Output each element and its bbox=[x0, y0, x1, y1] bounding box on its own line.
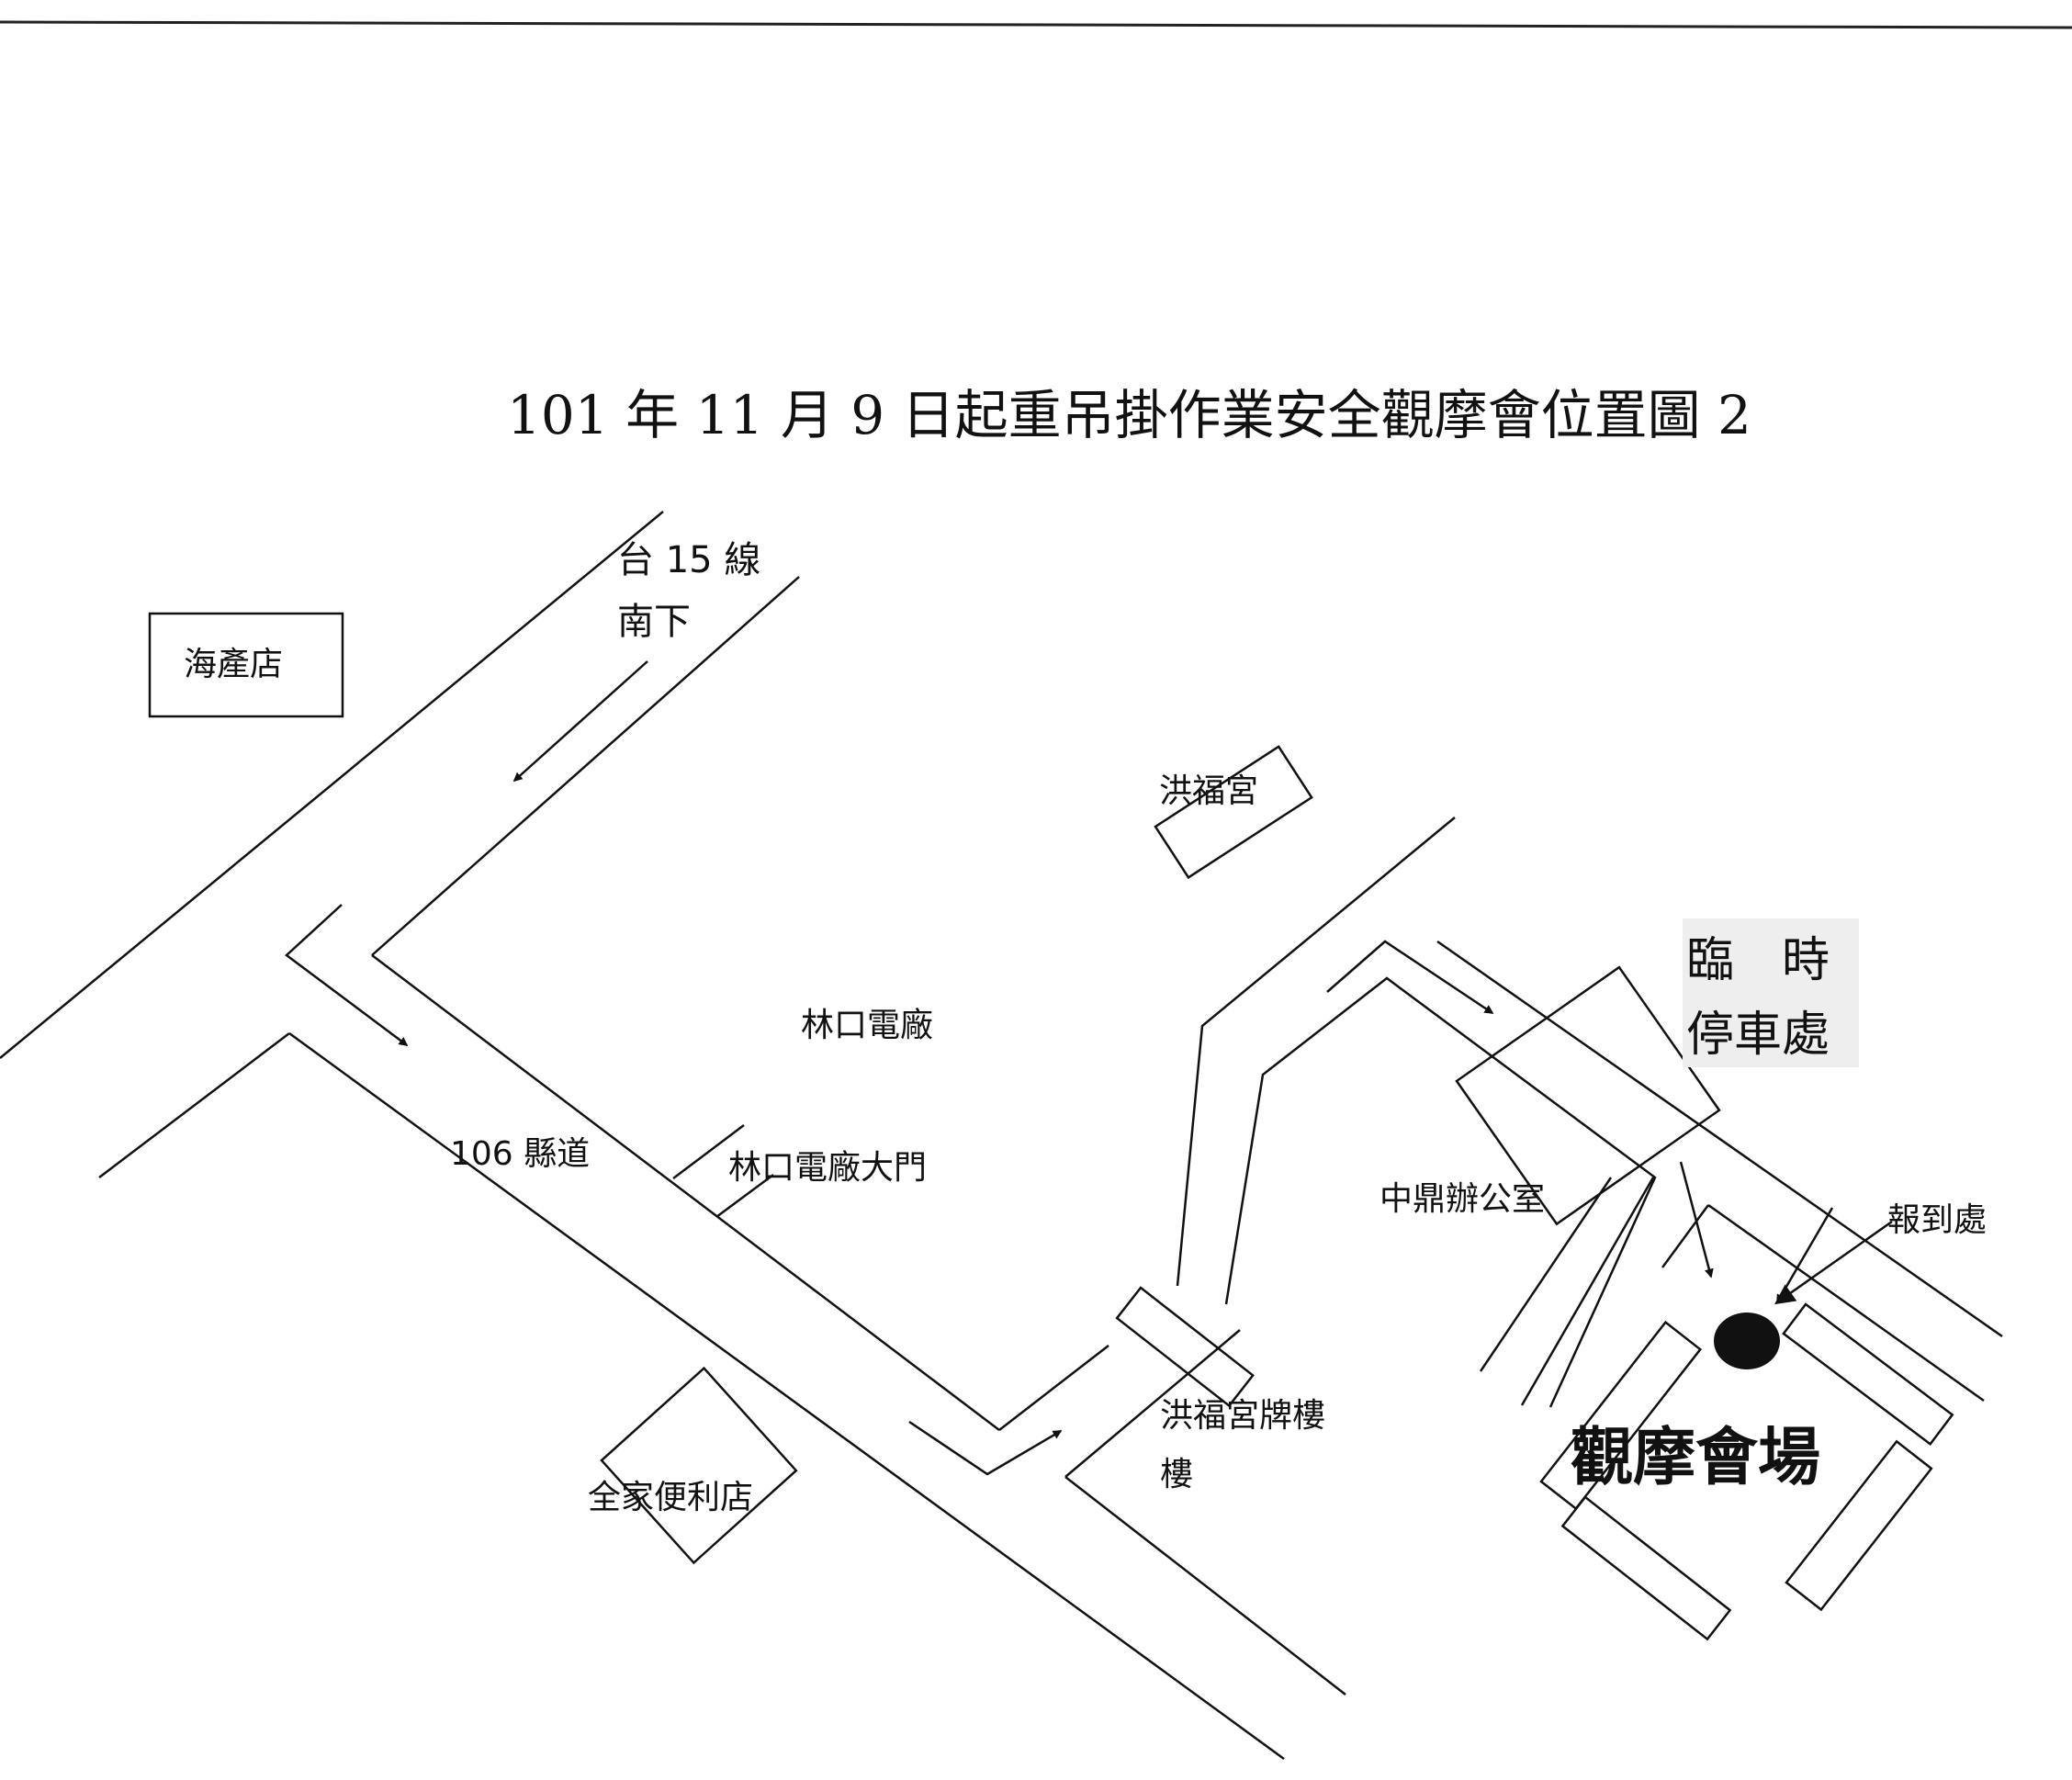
family-mart-box bbox=[600, 1366, 798, 1565]
southbound-arrow bbox=[512, 660, 648, 783]
venue-road-5 bbox=[1661, 1204, 1710, 1268]
roads bbox=[0, 511, 2003, 1761]
map-labels: 台 15 線 南下 海產店 洪福宮 林口電廠 林口電廠大門 106 縣道 全家便… bbox=[184, 539, 1987, 1516]
plant-gate-spur-2 bbox=[715, 1173, 774, 1219]
buildings bbox=[148, 612, 1954, 1641]
turn-arrow-branch-road bbox=[908, 1420, 1063, 1476]
archway-box bbox=[1115, 1286, 1255, 1408]
label-southbound: 南下 bbox=[617, 601, 691, 643]
branch-road-west-edge bbox=[1176, 817, 1456, 1287]
checkin-pointer-arrow-main bbox=[1774, 1220, 1893, 1305]
route15-edge-left bbox=[0, 511, 664, 1059]
label-linkou-plant: 林口電廠 bbox=[801, 1007, 933, 1044]
label-hongfu-temple: 洪福宮 bbox=[1159, 772, 1258, 810]
turn-arrow-county-road bbox=[285, 904, 409, 1047]
label-family-mart: 全家便利店 bbox=[588, 1479, 753, 1516]
county-road-upper-edge bbox=[371, 954, 1000, 1431]
label-seafood-store: 海產店 bbox=[184, 646, 283, 683]
venue-building-right bbox=[1782, 1302, 1954, 1447]
lower-road-edge-2 bbox=[1064, 1329, 1241, 1478]
seafood-store-box bbox=[148, 612, 344, 718]
paper-top-edge bbox=[0, 20, 2072, 29]
venue-building-left bbox=[1539, 1320, 1703, 1511]
label-parking-2: 停車處 bbox=[1686, 1008, 1830, 1063]
county-road-lower-edge-long bbox=[288, 1031, 1285, 1761]
direction-arrows bbox=[285, 660, 1893, 1476]
route15-edge-right bbox=[371, 576, 800, 956]
zhongding-office-box bbox=[1455, 965, 1721, 1226]
venue-building-lower-right bbox=[1785, 1439, 1933, 1612]
turn-arrow-venue-road bbox=[1326, 940, 1494, 1015]
label-archway: 洪福宮牌樓 bbox=[1160, 1397, 1325, 1435]
label-route15: 台 15 線 bbox=[617, 539, 760, 581]
label-parking-1: 臨 時 bbox=[1686, 933, 1830, 988]
hongfu-temple-box bbox=[1154, 745, 1313, 880]
label-checkin: 報到處 bbox=[1887, 1201, 1987, 1239]
county-road-upper-edge-east bbox=[998, 1345, 1109, 1431]
label-archway-2: 樓 bbox=[1160, 1456, 1193, 1493]
venue-building-lower-left bbox=[1560, 1495, 1732, 1641]
label-venue: 觀摩會場 bbox=[1571, 1421, 1820, 1494]
map-title: 101 年 11 月 9 日起重吊掛作業安全觀摩會位置圖 2 bbox=[507, 384, 1751, 446]
venue-road-4 bbox=[1707, 1203, 1985, 1403]
venue-road-1 bbox=[1436, 940, 2003, 1338]
lower-road-edge-1 bbox=[1064, 1476, 1346, 1696]
branch-road-east-edge bbox=[1224, 976, 1657, 1408]
county-road-lower-edge bbox=[98, 1032, 290, 1178]
label-linkou-gate: 林口電廠大門 bbox=[728, 1149, 927, 1187]
checkin-point-dot bbox=[1714, 1312, 1780, 1369]
parking-area-bg bbox=[1683, 918, 1859, 1067]
label-zhongding-office: 中鼎辦公室 bbox=[1379, 1180, 1545, 1218]
plant-gate-spur-1 bbox=[672, 1124, 745, 1179]
venue-road-3 bbox=[1520, 1177, 1655, 1406]
down-arrow-venue bbox=[1679, 1161, 1714, 1279]
label-county-road: 106 縣道 bbox=[450, 1135, 590, 1173]
venue-road-2 bbox=[1479, 1177, 1613, 1372]
